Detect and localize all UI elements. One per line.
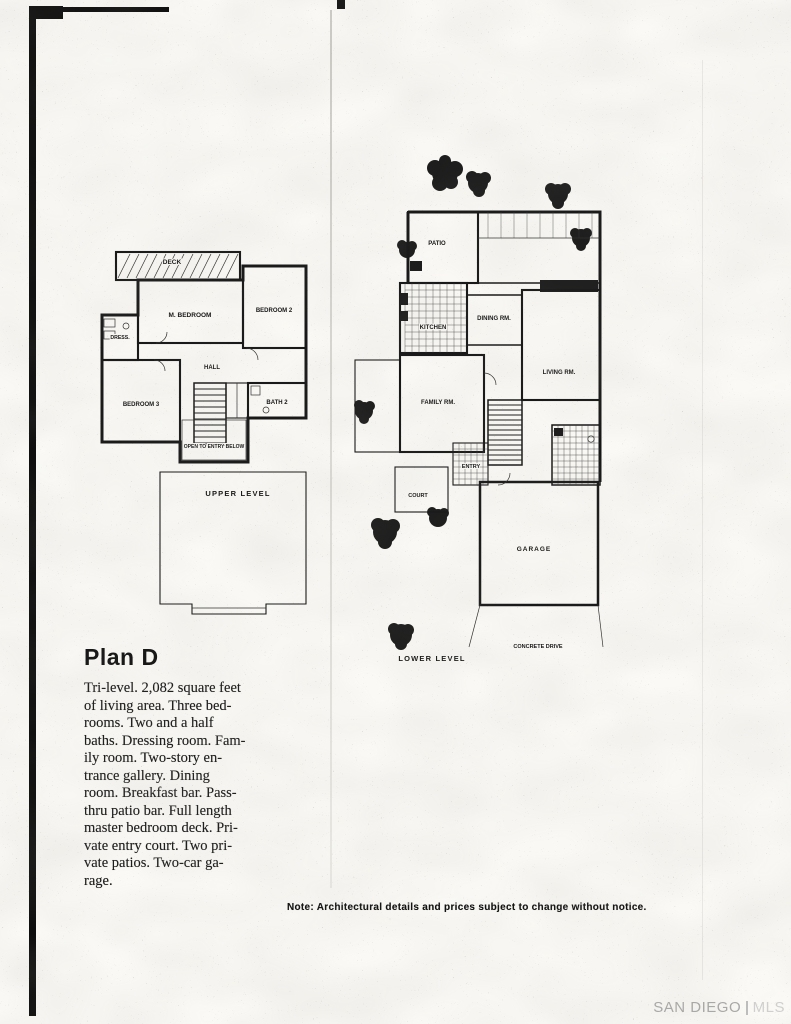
room-bath-2: BATH 2 [246, 381, 308, 420]
room-label-bath-2: BATH 2 [266, 400, 288, 406]
scan-artifact-top-line [29, 7, 169, 12]
deck-area: DECK [114, 250, 242, 282]
lower-outer-wall [406, 210, 602, 482]
upper-outer-wall [100, 264, 308, 464]
lower-footprint-outline [159, 471, 307, 615]
room-label-open-to-entry: OPEN TO ENTRY BELOW [184, 444, 245, 450]
tree-icon [570, 228, 592, 251]
room-label-family: FAMILY RM. [421, 400, 455, 406]
lower-stairs [487, 399, 523, 466]
upper-closet [225, 382, 249, 419]
room-m-bedroom: M. BEDROOM [136, 278, 245, 345]
tree-icon [388, 623, 414, 650]
door-arc [153, 359, 166, 372]
tree-icon [371, 518, 400, 549]
scan-artifact-top-blob [29, 6, 63, 19]
room-label-m-bedroom: M. BEDROOM [169, 312, 212, 319]
upper-level-label: UPPER LEVEL [205, 489, 270, 498]
room-bedroom-3: BEDROOM 3 [100, 358, 182, 444]
room-label-garage: GARAGE [517, 546, 552, 553]
description-line: ily room. Two-story en- [84, 750, 223, 766]
room-label-deck: DECK [163, 259, 182, 266]
tree-icon [427, 507, 449, 527]
description-line: baths. Dressing room. Fam- [84, 732, 246, 749]
upper-stairs [193, 382, 227, 446]
watermark-mls: MLS [752, 999, 785, 1016]
room-label-court: COURT [408, 493, 428, 499]
plan-description-block: Plan D Tri-level. 2,082 square feet of l… [84, 644, 246, 890]
room-label-bedroom-2: BEDROOM 2 [256, 308, 293, 314]
watermark-divider [746, 1000, 748, 1015]
tree-icon [427, 155, 463, 191]
room-label-patio: PATIO [428, 241, 446, 247]
open-to-entry-area: OPEN TO ENTRY BELOW [181, 419, 247, 461]
room-label-bedroom-3: BEDROOM 3 [123, 402, 160, 408]
description-line: rage. [84, 872, 113, 889]
room-label-entry: ENTRY [462, 464, 481, 470]
room-label-hall: HALL [204, 365, 220, 371]
mls-watermark: SAN DIEGO MLS [653, 999, 785, 1016]
room-patio: PATIO [406, 210, 601, 285]
door-arc [497, 472, 511, 486]
scan-artifact-left-bar [29, 6, 36, 1016]
side-patio [354, 359, 401, 453]
room-label-concrete-drive: CONCRETE DRIVE [513, 644, 563, 650]
door-arc [483, 372, 497, 386]
room-entry: ENTRY [452, 442, 489, 486]
powder-room [551, 424, 601, 486]
concrete-drive-area: CONCRETE DRIVE [468, 604, 604, 651]
scan-artifact-top-tick [337, 0, 345, 9]
watermark-san-diego: SAN DIEGO [653, 999, 742, 1016]
plan-description: Tri-level. 2,082 square feet of living a… [84, 680, 246, 890]
description-line: vate patios. Two-car ga- [84, 855, 224, 871]
room-label-dress: DRESS. [110, 335, 130, 341]
tree-icon [545, 183, 571, 209]
room-kitchen: KITCHEN [398, 281, 469, 355]
plan-title: Plan D [84, 644, 159, 670]
room-label-living: LIVING RM. [543, 370, 576, 376]
room-dining: DINING RM. [466, 294, 523, 346]
description-line: trance gallery. Dining [84, 767, 210, 784]
description-line: master bedroom deck. Pri- [84, 820, 238, 836]
room-dress: DRESS. [100, 313, 140, 362]
disclaimer-note: Note: Architectural details and prices s… [287, 902, 647, 913]
lower-level-floor-plan: PATIO KITCHEN DINING RM. LIVING RM. FAMI… [354, 155, 604, 664]
description-line: thru patio bar. Full length [84, 802, 232, 819]
tree-icon [354, 400, 375, 424]
door-arc [155, 331, 168, 344]
lower-level-label: LOWER LEVEL [398, 654, 465, 663]
description-line: Tri-level. 2,082 square feet [84, 680, 241, 696]
room-court: COURT [394, 466, 449, 513]
upper-level-floor-plan: DECK M. BEDROOM BEDROOM 2 DRESS. BEDROOM… [100, 250, 308, 615]
description-line: rooms. Two and a half [84, 715, 214, 731]
door-arc [245, 347, 259, 361]
page-fold-line-right [702, 60, 703, 980]
room-family: FAMILY RM. [398, 353, 486, 454]
room-living: LIVING RM. [520, 288, 602, 402]
room-label-kitchen: KITCHEN [420, 325, 447, 331]
tree-icon [466, 171, 491, 197]
description-line: room. Breakfast bar. Pass- [84, 785, 237, 801]
page-fold-line [330, 10, 332, 888]
room-garage: GARAGE [478, 480, 600, 607]
room-bedroom-2: BEDROOM 2 [241, 264, 308, 350]
room-label-dining: DINING RM. [477, 316, 511, 322]
description-line: of living area. Three bed- [84, 697, 232, 714]
description-line: vate entry court. Two pri- [84, 837, 233, 854]
